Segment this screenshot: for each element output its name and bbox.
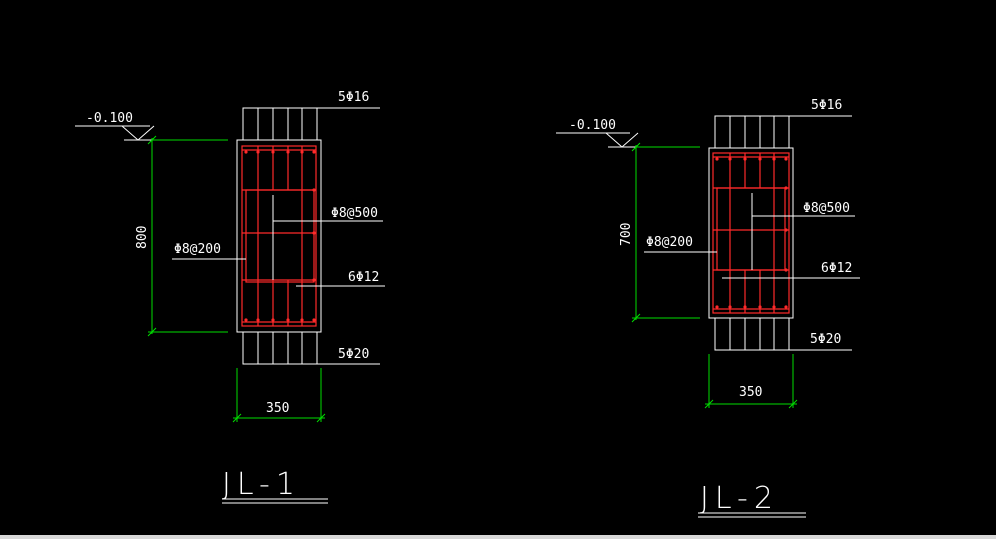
- tie-label-jl1: Φ8@500: [331, 206, 378, 221]
- leaders-jl1: [172, 107, 385, 365]
- tie-label-jl2: Φ8@500: [803, 201, 850, 216]
- rebar-cage-jl2: [712, 152, 790, 314]
- stirrup-label-jl1: Φ8@200: [174, 242, 221, 257]
- width-label-jl2: 350: [739, 385, 762, 400]
- leaders-jl2: [644, 115, 860, 351]
- rebar-cage-jl1: [241, 145, 317, 327]
- elevation-label-jl1: -0.100: [86, 111, 133, 126]
- column-stubs-jl2: [714, 115, 790, 351]
- tie-lines-jl1: [272, 195, 330, 280]
- height-dimension-jl2: [631, 142, 700, 323]
- title-underline-jl1: [222, 498, 328, 504]
- elevation-label-jl2: -0.100: [569, 118, 616, 133]
- side-bar-label-jl1: 6Φ12: [348, 270, 379, 285]
- height-dimension-jl1: [147, 135, 228, 337]
- bottom-status-strip: [0, 535, 996, 539]
- bottom-bar-label-jl2: 5Φ20: [810, 332, 841, 347]
- height-label-jl1: 800: [135, 226, 150, 249]
- tie-lines-jl2: [751, 193, 802, 270]
- height-label-jl2: 700: [619, 223, 634, 246]
- elevation-marker-jl1: [75, 125, 228, 141]
- top-bar-label-jl1: 5Φ16: [338, 90, 369, 105]
- section-outline-jl1: [236, 139, 322, 333]
- width-dimension-jl2: [704, 354, 798, 409]
- title-underline-jl2: [698, 512, 806, 518]
- width-dimension-jl1: [232, 368, 326, 423]
- section-title-jl2: JL-2: [700, 481, 779, 516]
- section-outline-jl2: [708, 147, 794, 319]
- rebar-dots-jl2: [715, 157, 788, 309]
- beam-section-jl1: -0.100 800: [75, 90, 385, 504]
- side-bar-label-jl2: 6Φ12: [821, 261, 852, 276]
- stirrup-label-jl2: Φ8@200: [646, 235, 693, 250]
- top-bar-label-jl2: 5Φ16: [811, 98, 842, 113]
- width-label-jl1: 350: [266, 401, 289, 416]
- rebar-dots-jl1: [244, 150, 316, 322]
- section-title-jl1: JL-1: [222, 467, 301, 502]
- bottom-bar-label-jl1: 5Φ20: [338, 347, 369, 362]
- beam-section-jl2: -0.100 700: [556, 98, 860, 518]
- elevation-marker-jl2: [556, 132, 700, 148]
